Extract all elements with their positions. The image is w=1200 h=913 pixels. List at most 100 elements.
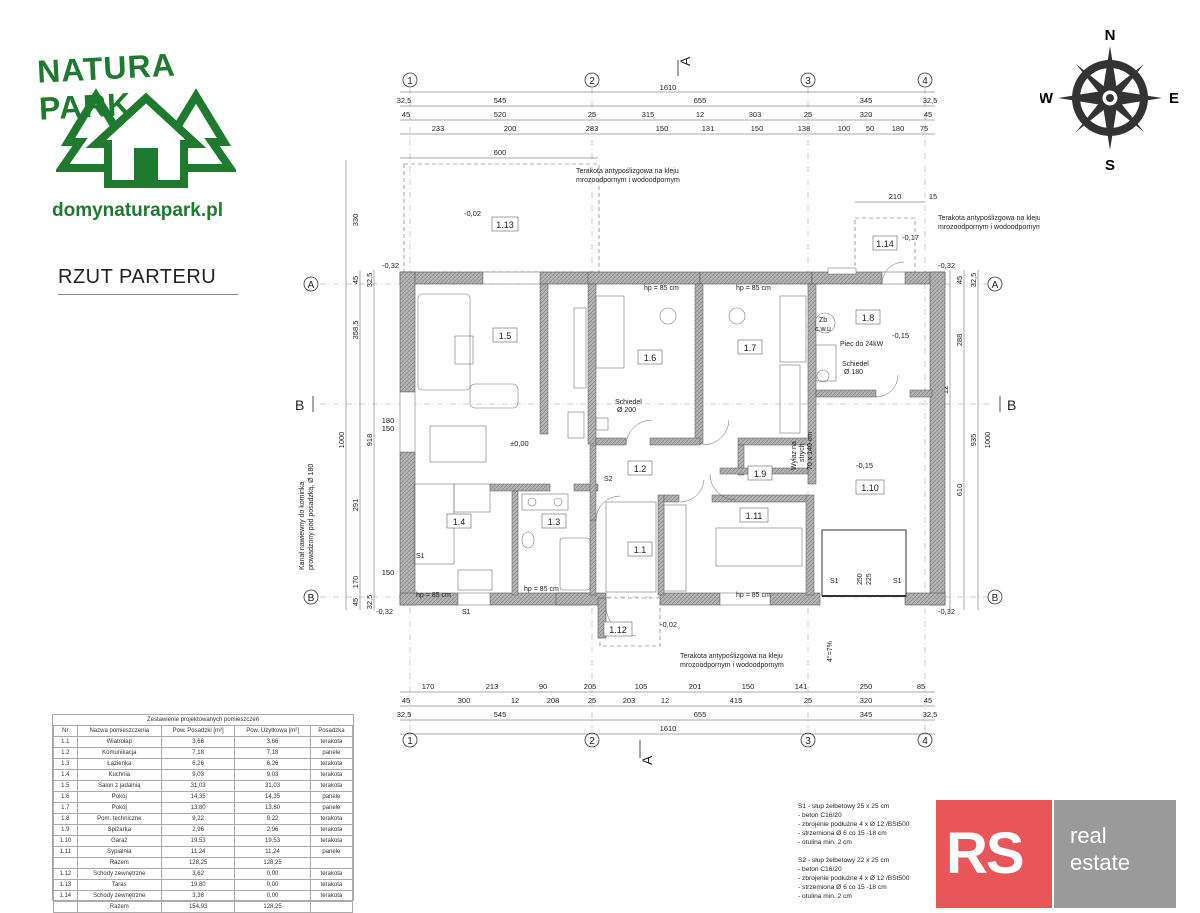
dim-top-r1-4: 32,5: [923, 96, 938, 105]
dim-bot-r3-1: 213: [486, 682, 499, 691]
dim-top-total: 1610: [660, 83, 677, 92]
dim-bot-r1-4: 32,5: [923, 710, 938, 719]
note-line: - beton C16/20: [798, 812, 842, 819]
table-cell: panele: [309, 846, 354, 858]
dim-top-r3-4: 131: [702, 124, 715, 133]
dim-bot-r2-9: 320: [860, 696, 873, 705]
table-cell: terakota: [309, 758, 354, 770]
dim-left-6: 150: [382, 568, 395, 577]
brand-red-panel: [936, 800, 1052, 908]
dim-left-12: 32,5: [365, 273, 374, 288]
dim-bot-r1-0: 32,5: [397, 710, 412, 719]
dim-top-r3-1: 200: [504, 124, 517, 133]
note-hp-5: hp = 85 cm: [736, 592, 771, 599]
room-1-2-label: 1.2: [627, 460, 653, 476]
brand-letters: RS: [946, 821, 1025, 886]
table-cell: 1.10: [53, 835, 78, 847]
dim-bot-r3-3: 205: [584, 682, 597, 691]
dim-bot-r2-0: 45: [402, 696, 410, 705]
compass-s: S: [1105, 157, 1115, 174]
level-garage: -0,15: [856, 461, 873, 470]
note-s1-garage-right: S1: [893, 578, 902, 585]
table-cell: 3,36: [160, 890, 236, 902]
dim-right-2: 610: [955, 484, 964, 497]
note-slope: 4°=7%: [826, 641, 834, 662]
table-cell: 9,03: [234, 769, 311, 781]
table-cell: 7,18: [234, 747, 311, 759]
title-underline: [58, 294, 238, 295]
dim-top-r3-0: 233: [432, 124, 445, 133]
dim-right-1: 12: [941, 386, 950, 394]
table-cell: panele: [309, 802, 354, 814]
note-line: S1 - słup żelbetowy 25 x 25 cm: [798, 803, 890, 810]
dim-top-r1-2: 655: [694, 96, 707, 105]
dim-top-r3-2: 283: [586, 124, 599, 133]
table-cell: Razem: [76, 857, 162, 869]
note-hp-1: hp = 85 cm: [644, 285, 679, 292]
note-terakota-right-2: mrozoodpornym i wodoodpornym: [938, 224, 1040, 231]
room-1-5-label: 1.5: [492, 327, 518, 343]
table-cell: [53, 901, 78, 913]
note-line: - otulina min. 2 cm: [798, 839, 852, 846]
table-cell: Razem: [76, 901, 162, 913]
room-1-8-label: 1.8: [855, 309, 881, 325]
axis-label-2-bottom: 2: [589, 736, 595, 747]
note-cwu: c.w.u: [815, 326, 831, 333]
dim-top-r3-10: 75: [920, 124, 928, 133]
note-hp-4: hp = 85 cm: [524, 586, 559, 593]
dim-right-6: 45: [955, 276, 964, 284]
table-header: Nr: [53, 725, 78, 737]
table-cell: 3,66: [234, 736, 311, 748]
table-cell: 9,22: [160, 813, 236, 825]
dim-bot-r2-5: 203: [623, 696, 636, 705]
table-cell: Salon z jadalnią: [76, 780, 162, 792]
svg-text:1.4: 1.4: [453, 517, 466, 527]
table-cell: 31,03: [160, 780, 236, 792]
dim-bot-r2-1: 300: [458, 696, 471, 705]
floor-plan: 1 2 3 4 1 2 3 4 A B A B B B A A: [295, 56, 1040, 765]
note-s1-garage-left: S1: [830, 578, 839, 585]
dim-top-r3-7: 100: [838, 124, 851, 133]
dim-top-r2-0: 45: [402, 110, 410, 119]
axis-label-3-bottom: 3: [805, 736, 811, 747]
table-header: Pow. Użytkowa [m²]: [234, 725, 311, 737]
note-terakota-top-1: Terakota antypoślizgowa na kleju: [576, 168, 679, 175]
table-cell: 128,25: [160, 857, 236, 869]
logo-url[interactable]: domynaturapark.pl: [52, 200, 224, 221]
note-wylaz-1: Wyłaz na: [791, 441, 798, 470]
note-gate-225: 225: [866, 573, 873, 585]
table-cell: terakota: [309, 824, 354, 836]
level-entry: -0,02: [660, 620, 677, 629]
table-cell: 19,53: [160, 835, 236, 847]
room-1-1-label: 1.1: [627, 541, 653, 557]
dim-left-5: 170: [351, 576, 360, 589]
dim-top-600: 600: [494, 148, 507, 157]
table-cell: Komunikacja: [76, 747, 162, 759]
note-piec: Piec do 24kW: [840, 341, 884, 348]
axis-label-2-top: 2: [589, 76, 595, 87]
dim-left-2: 180: [382, 416, 395, 425]
table-cell: 0,00: [234, 868, 311, 880]
svg-text:1.12: 1.12: [609, 625, 627, 635]
svg-text:1.8: 1.8: [862, 313, 875, 323]
table-cell: [53, 857, 78, 869]
room-1-6-label: 1.6: [637, 349, 663, 365]
dim-left-7: 45: [351, 598, 360, 606]
note-schiedel-2b: Ø 180: [844, 369, 863, 376]
table-cell: 14,35: [234, 791, 311, 803]
note-s1-left: S1: [416, 553, 425, 560]
svg-text:1.14: 1.14: [876, 239, 894, 249]
axis-label-b-right: B: [992, 593, 999, 604]
level-floor: ±0,00: [510, 439, 529, 448]
note-schiedel-2: Schiedel: [842, 361, 869, 368]
dim-top-r3-8: 50: [866, 124, 874, 133]
